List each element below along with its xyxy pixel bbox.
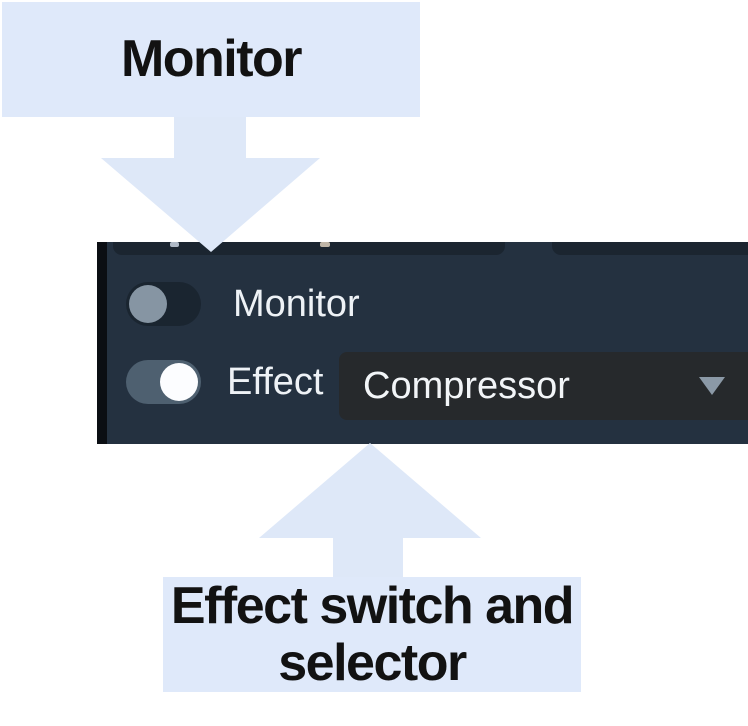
cropped-glyph-fragment <box>170 242 179 247</box>
effect-selector[interactable]: Compressor <box>339 352 748 420</box>
effect-toggle[interactable] <box>126 360 201 404</box>
cropped-glyph-fragment <box>320 242 330 247</box>
annotation-label-effect-line2: selector <box>278 633 467 692</box>
effect-selector-value: Compressor <box>363 365 570 407</box>
monitor-toggle[interactable] <box>126 282 201 326</box>
arrow-down-icon <box>101 116 320 252</box>
annotation-label-effect: Effect switch and selector <box>163 577 581 692</box>
audio-settings-panel: Monitor Effect Compressor <box>97 242 748 444</box>
toggle-knob <box>160 363 198 401</box>
annotation-label-effect-line1: Effect switch and <box>170 576 575 635</box>
arrow-up-icon <box>259 443 481 577</box>
caret-down-icon <box>699 377 725 395</box>
window-edge <box>97 242 107 444</box>
monitor-label: Monitor <box>233 283 360 325</box>
effect-label: Effect <box>227 361 324 403</box>
cropped-control[interactable] <box>113 242 505 255</box>
cropped-control[interactable] <box>552 242 748 255</box>
annotation-label-monitor-text: Monitor <box>120 30 303 88</box>
annotation-label-monitor: Monitor <box>2 2 420 117</box>
toggle-knob <box>129 285 167 323</box>
